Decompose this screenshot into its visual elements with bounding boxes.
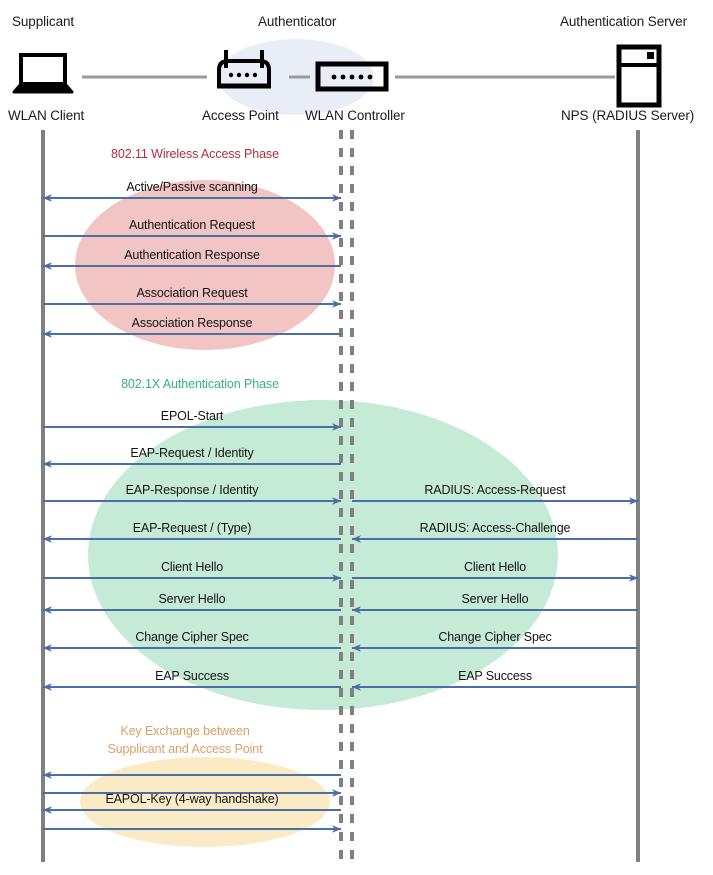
arrows-right-group: [351, 497, 639, 691]
phase-title-key-exchange-line2: Supplicant and Access Point: [107, 742, 263, 756]
phase-title-key-exchange: Key Exchange between Supplicant and Acce…: [0, 722, 370, 758]
message-label-left-0: Active/Passive scanning: [126, 180, 258, 194]
message-label-right-2: Client Hello: [463, 560, 527, 574]
wireless-access-point-icon: [217, 50, 271, 89]
message-label-right-0: RADIUS: Access-Request: [424, 483, 566, 497]
phase-title-80211: 802.11 Wireless Access Phase: [111, 147, 279, 161]
message-label-left-1: Authentication Request: [129, 218, 255, 232]
role-label-authenticator: Authenticator: [258, 14, 337, 29]
phase-title-key-exchange-line1: Key Exchange between: [120, 724, 250, 738]
phase-ellipse-8021x: [88, 400, 558, 710]
phase-ellipse-key: [80, 757, 330, 847]
message-label-left-7: EAP-Response / Identity: [125, 483, 259, 497]
message-label-left-10: Server Hello: [158, 592, 226, 606]
node-label-wlan-controller: WLAN Controller: [305, 108, 405, 123]
message-label-left-4: Association Response: [131, 316, 253, 330]
server-tower-icon: [616, 44, 662, 108]
message-label-left-12: EAP Success: [155, 669, 229, 683]
message-label-left-6: EAP-Request / Identity: [130, 446, 254, 460]
message-label-right-3: Server Hello: [461, 592, 529, 606]
arrows-left-group: [42, 194, 342, 833]
message-label-right-1: RADIUS: Access-Challenge: [419, 521, 571, 535]
phase-title-8021x: 802.1X Authentication Phase: [121, 377, 279, 391]
message-label-left-9: Client Hello: [160, 560, 224, 574]
message-label-left-11: Change Cipher Spec: [135, 630, 249, 644]
message-label-left-15: EAPOL-Key (4-way handshake): [105, 792, 279, 806]
message-label-left-5: EPOL-Start: [160, 409, 224, 423]
node-label-wlan-client: WLAN Client: [8, 108, 85, 123]
node-label-nps: NPS (RADIUS Server): [561, 108, 695, 123]
message-label-left-2: Authentication Response: [124, 248, 260, 262]
message-label-left-8: EAP-Request / (Type): [132, 521, 252, 535]
laptop-icon: [12, 53, 74, 94]
role-label-auth-server: Authentication Server: [560, 14, 687, 29]
message-label-left-3: Association Request: [136, 286, 248, 300]
message-label-right-4: Change Cipher Spec: [438, 630, 552, 644]
node-label-access-point: Access Point: [202, 108, 279, 123]
message-label-right-5: EAP Success: [458, 669, 532, 683]
wlan-controller-icon: [315, 61, 389, 92]
role-label-supplicant: Supplicant: [12, 14, 75, 29]
